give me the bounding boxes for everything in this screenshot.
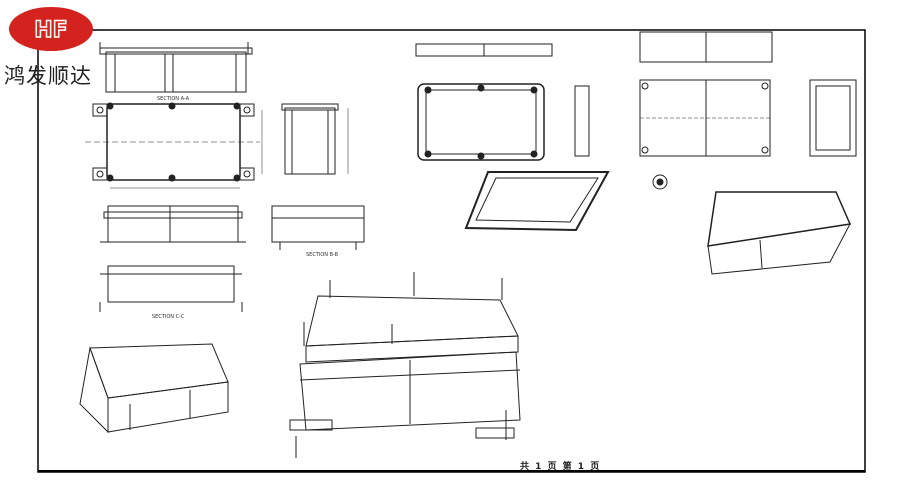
section-c-view	[99, 265, 243, 312]
svg-text:HF: HF	[34, 18, 67, 43]
section-b-label: SECTION B-B	[306, 252, 339, 258]
iso-gasket	[464, 171, 610, 232]
company-logo: HF	[8, 6, 94, 52]
iso-box-open	[707, 191, 852, 275]
section-c-label: SECTION C-C	[152, 314, 185, 320]
base-views-right	[639, 31, 857, 190]
iso-box-exploded	[289, 272, 521, 458]
brand-name: 鸿发顺达	[4, 64, 92, 88]
lid-plan-view	[417, 83, 590, 161]
section-a-label: SECTION A-A	[157, 96, 190, 102]
front-view	[100, 205, 246, 243]
lid-edge-view	[415, 43, 553, 57]
iso-box-closed	[79, 343, 229, 434]
side-view	[281, 103, 349, 175]
section-b-view	[271, 205, 365, 250]
section-a-view	[99, 42, 253, 93]
page-count: 共 1 页 第 1 页	[520, 462, 600, 472]
top-plan-view	[85, 102, 263, 189]
